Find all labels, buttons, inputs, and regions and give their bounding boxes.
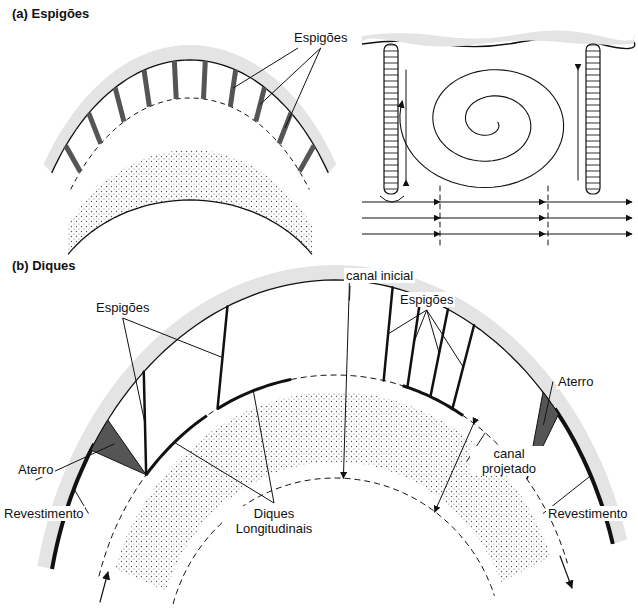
part-label: Aterro [16, 462, 55, 477]
groyne [66, 146, 81, 172]
flow-line [440, 218, 545, 219]
dimension-arrow [343, 280, 349, 478]
sand-bar [115, 392, 551, 591]
leader-line [253, 391, 274, 503]
flow-line [545, 234, 632, 235]
inner-bank [68, 200, 312, 254]
leader-line [543, 382, 553, 425]
return-flow [406, 70, 407, 180]
leader-line [123, 318, 145, 423]
flow-line [380, 196, 404, 202]
part-label: canal projetado [470, 446, 548, 476]
design-channel [99, 375, 568, 576]
flow-line [440, 234, 545, 235]
panel-heading: (b) Diques [10, 258, 78, 273]
leader-line [174, 442, 274, 503]
eddy-spiral [400, 70, 564, 188]
part-label: Revestimento [546, 506, 629, 521]
leader-line [233, 48, 298, 88]
outer-bank [52, 60, 329, 173]
leader-line [388, 310, 427, 334]
part-label: Espigões [94, 300, 151, 315]
groyne-section [586, 44, 600, 194]
part-label: Diques Longitudinais [222, 506, 326, 536]
leader-line [427, 310, 464, 367]
return-flow [578, 70, 579, 180]
groyne [299, 145, 314, 171]
groyne [174, 61, 176, 99]
panel-heading: (a) Espigões [10, 6, 91, 21]
part-label: Aterro [556, 374, 595, 389]
dimension-arrow [435, 424, 474, 512]
longitudinal-dike [146, 416, 207, 475]
part-label: Revestimento [2, 506, 85, 521]
part-label: Espigões [292, 30, 349, 45]
flow-line [545, 218, 632, 219]
groyne [115, 88, 124, 122]
sand-bar [68, 150, 312, 254]
leader-line [414, 310, 427, 342]
leader-line [260, 48, 321, 104]
groyne [144, 70, 149, 107]
outer-bank [52, 280, 613, 569]
flow-line [362, 218, 440, 219]
design-line [71, 98, 310, 189]
leader-line [349, 286, 351, 300]
fill-area [91, 420, 146, 475]
part-label: canal inicial [344, 268, 415, 283]
leader-line [427, 310, 439, 353]
revetment [555, 409, 613, 544]
groyne [203, 61, 205, 99]
section-line [440, 186, 441, 246]
section-line [548, 186, 549, 246]
flow-line [362, 234, 440, 235]
flow-arrow [560, 556, 572, 588]
groyne [89, 113, 101, 144]
inner-line [173, 478, 494, 604]
flow-line [545, 202, 632, 203]
flow-arrow [100, 572, 108, 602]
groyne-section [384, 44, 398, 194]
groyne [144, 372, 146, 475]
leader-line [123, 318, 223, 358]
part-label: Espigões [398, 292, 455, 307]
leader-line [285, 48, 321, 128]
flow-line [362, 202, 440, 203]
flow-line [440, 202, 545, 203]
